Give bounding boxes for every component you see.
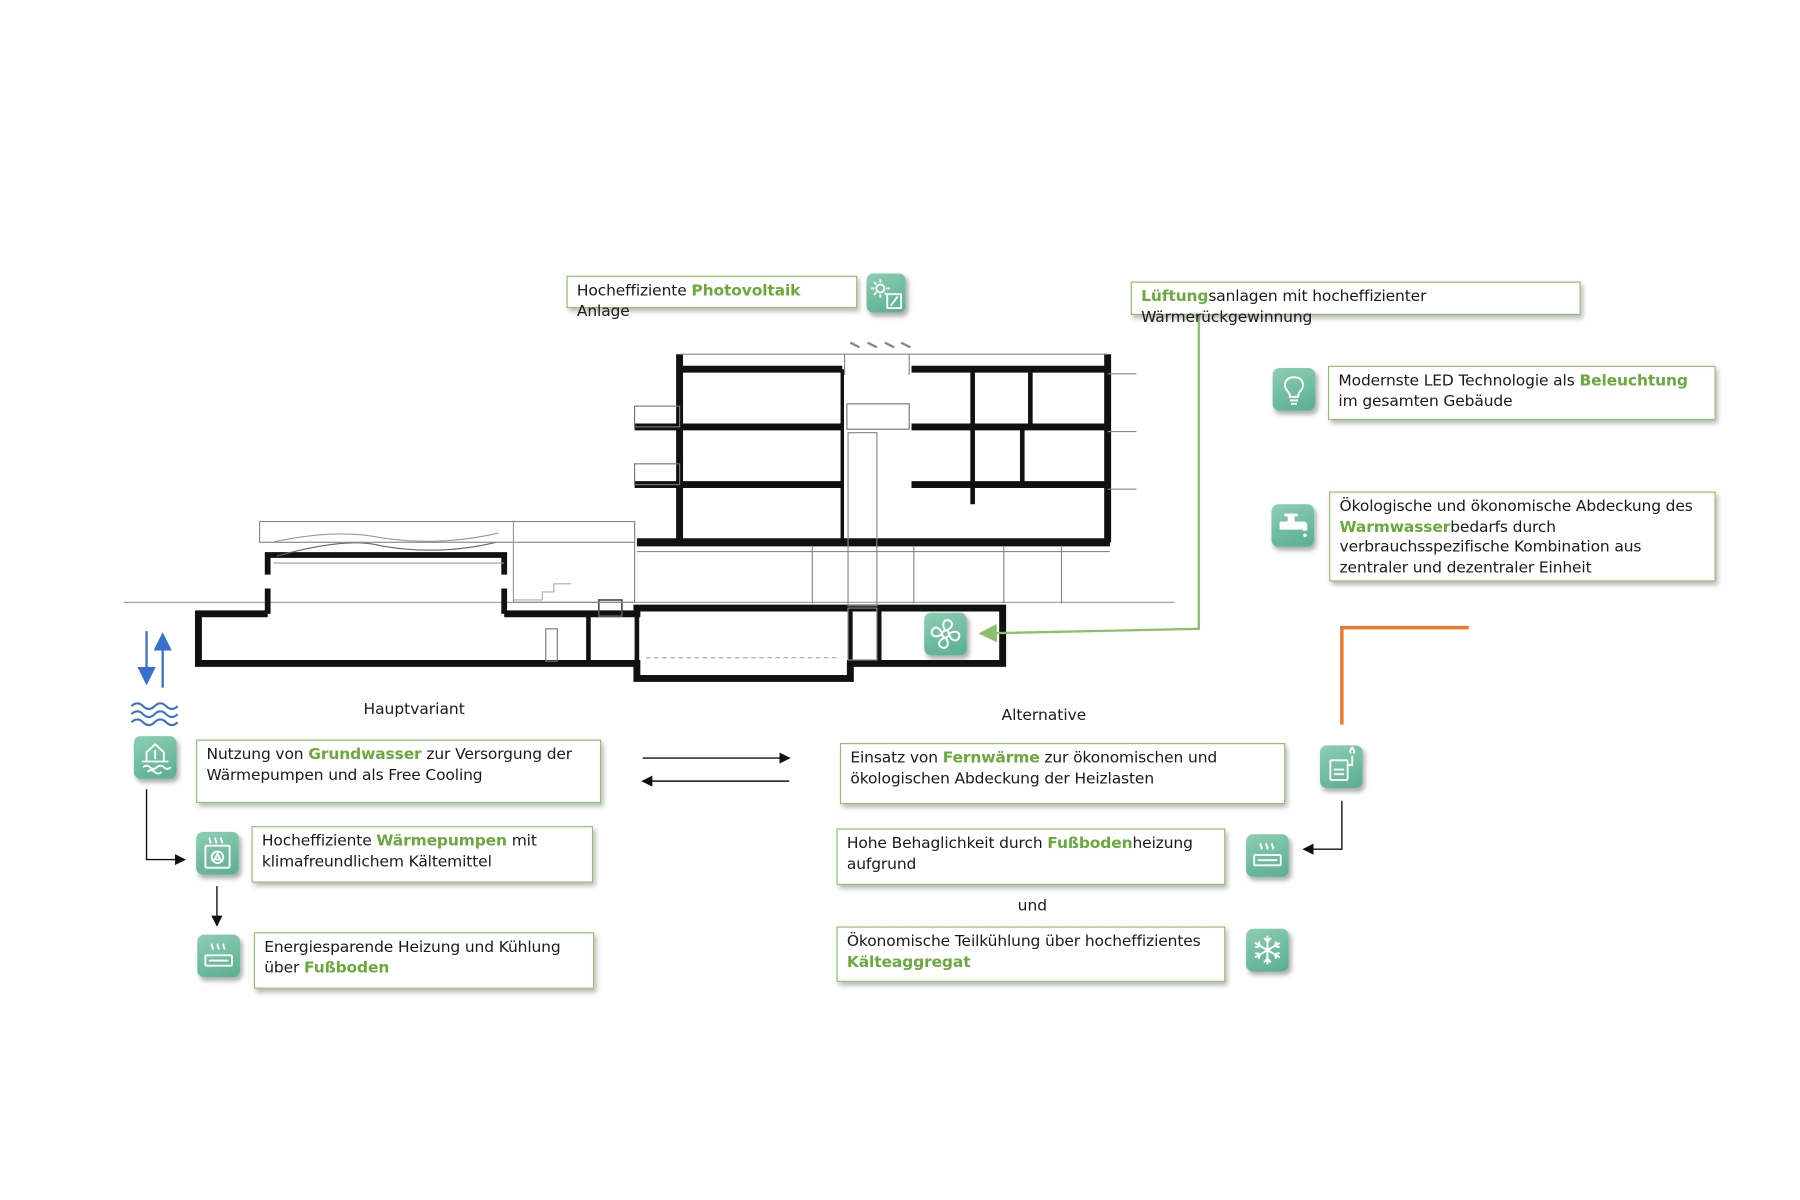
warmwasser-text: Ökologische und ökonomische Abdeckung de… bbox=[1339, 498, 1693, 516]
fussboden-haupt-highlight: Fußboden bbox=[304, 959, 390, 977]
waermepumpen-text-end: mit klimafreundlichem Kältemittel bbox=[261, 833, 537, 871]
light-bulb-icon bbox=[1272, 368, 1316, 411]
photovoltaik-box: Hocheffiziente Photovoltaik Anlage bbox=[566, 275, 858, 320]
lueftung-highlight: Lüftung bbox=[1141, 288, 1209, 306]
beleuchtung-text: Modernste LED Technologie als bbox=[1338, 372, 1580, 390]
district-heating-icon bbox=[1319, 745, 1363, 789]
groundwater-flow-arrows bbox=[130, 631, 179, 727]
fan-icon bbox=[924, 612, 967, 656]
beleuchtung-box: Modernste LED Technologie als Beleuchtun… bbox=[1328, 365, 1716, 420]
building-hall bbox=[259, 520, 636, 614]
fernwaerme-text: Einsatz von bbox=[850, 749, 943, 768]
groundwater-well-icon bbox=[133, 736, 177, 779]
fussboden-alt-highlight: Fußboden bbox=[1047, 835, 1133, 853]
hauptvariant-label: Hauptvariant bbox=[363, 701, 465, 719]
building-basement bbox=[194, 599, 1007, 682]
beleuchtung-highlight: Beleuchtung bbox=[1579, 372, 1688, 390]
waermepumpen-box: Hocheffiziente Wärmepumpen mit klimafreu… bbox=[251, 826, 594, 883]
lueftung-text-end: sanlagen mit hocheffizienter Wärmerückge… bbox=[1141, 288, 1427, 326]
fussboden-haupt-box: Energiesparende Heizung und Kühlung über… bbox=[253, 932, 595, 989]
warmwasser-highlight: Warmwasser bbox=[1339, 518, 1451, 536]
und-label: und bbox=[1017, 897, 1048, 915]
floor-heating-icon bbox=[197, 934, 240, 978]
fussboden-haupt-text: Energiesparende Heizung und Kühlung über bbox=[264, 939, 561, 977]
heat-pump-icon bbox=[196, 831, 239, 875]
district-heating-line bbox=[1340, 625, 1469, 725]
photovoltaik-text: Hocheffiziente bbox=[576, 282, 692, 300]
water-tap-icon bbox=[1271, 504, 1315, 547]
warmwasser-box: Ökologische und ökonomische Abdeckung de… bbox=[1329, 491, 1716, 582]
beleuchtung-text-end: im gesamten Gebäude bbox=[1338, 392, 1513, 411]
waermepumpen-text: Hocheffiziente bbox=[261, 833, 377, 851]
kaelte-highlight: Kälteaggregat bbox=[846, 953, 971, 971]
flow-arrows bbox=[145, 752, 1343, 927]
grundwasser-highlight: Grundwasser bbox=[308, 746, 422, 764]
fussboden-alt-text-end: heizung aufgrund bbox=[846, 835, 1193, 873]
fernwaerme-text-end: zur ökonomischen und ökologischen Abdeck… bbox=[850, 749, 1218, 788]
ventilation-connector bbox=[978, 314, 1200, 643]
fussboden-alt-text: Hohe Behaglichkeit durch bbox=[846, 835, 1048, 853]
lueftung-box: Lüftungsanlagen mit hocheffizienter Wärm… bbox=[1130, 281, 1581, 326]
grundwasser-text: Nutzung von bbox=[206, 746, 309, 764]
grundwasser-box: Nutzung von Grundwasser zur Versorgung d… bbox=[196, 739, 602, 804]
grundwasser-text-end: zur Versorgung der Wärmepumpen und als F… bbox=[206, 746, 573, 785]
photovoltaik-text-end: Anlage bbox=[576, 302, 630, 321]
photovoltaik-highlight: Photovoltaik bbox=[691, 282, 801, 300]
kaelte-box: Ökonomische Teilkühlung über hocheffizie… bbox=[836, 926, 1226, 982]
building-main-block bbox=[634, 341, 1137, 661]
snowflake-icon bbox=[1246, 928, 1289, 972]
warmwasser-text-end: bedarfs durch verbrauchsspezifische Komb… bbox=[1339, 518, 1642, 577]
floor-heating-icon bbox=[1246, 834, 1289, 877]
solar-panel-icon bbox=[866, 273, 906, 313]
kaelte-text: Ökonomische Teilkühlung über hocheffizie… bbox=[846, 933, 1201, 951]
fernwaerme-box: Einsatz von Fernwärme zur ökonomischen u… bbox=[839, 743, 1286, 805]
waermepumpen-highlight: Wärmepumpen bbox=[376, 833, 507, 851]
alternative-label: Alternative bbox=[1001, 707, 1087, 725]
fussboden-alt-box: Hohe Behaglichkeit durch Fußbodenheizung… bbox=[836, 828, 1226, 885]
fernwaerme-highlight: Fernwärme bbox=[942, 749, 1040, 768]
